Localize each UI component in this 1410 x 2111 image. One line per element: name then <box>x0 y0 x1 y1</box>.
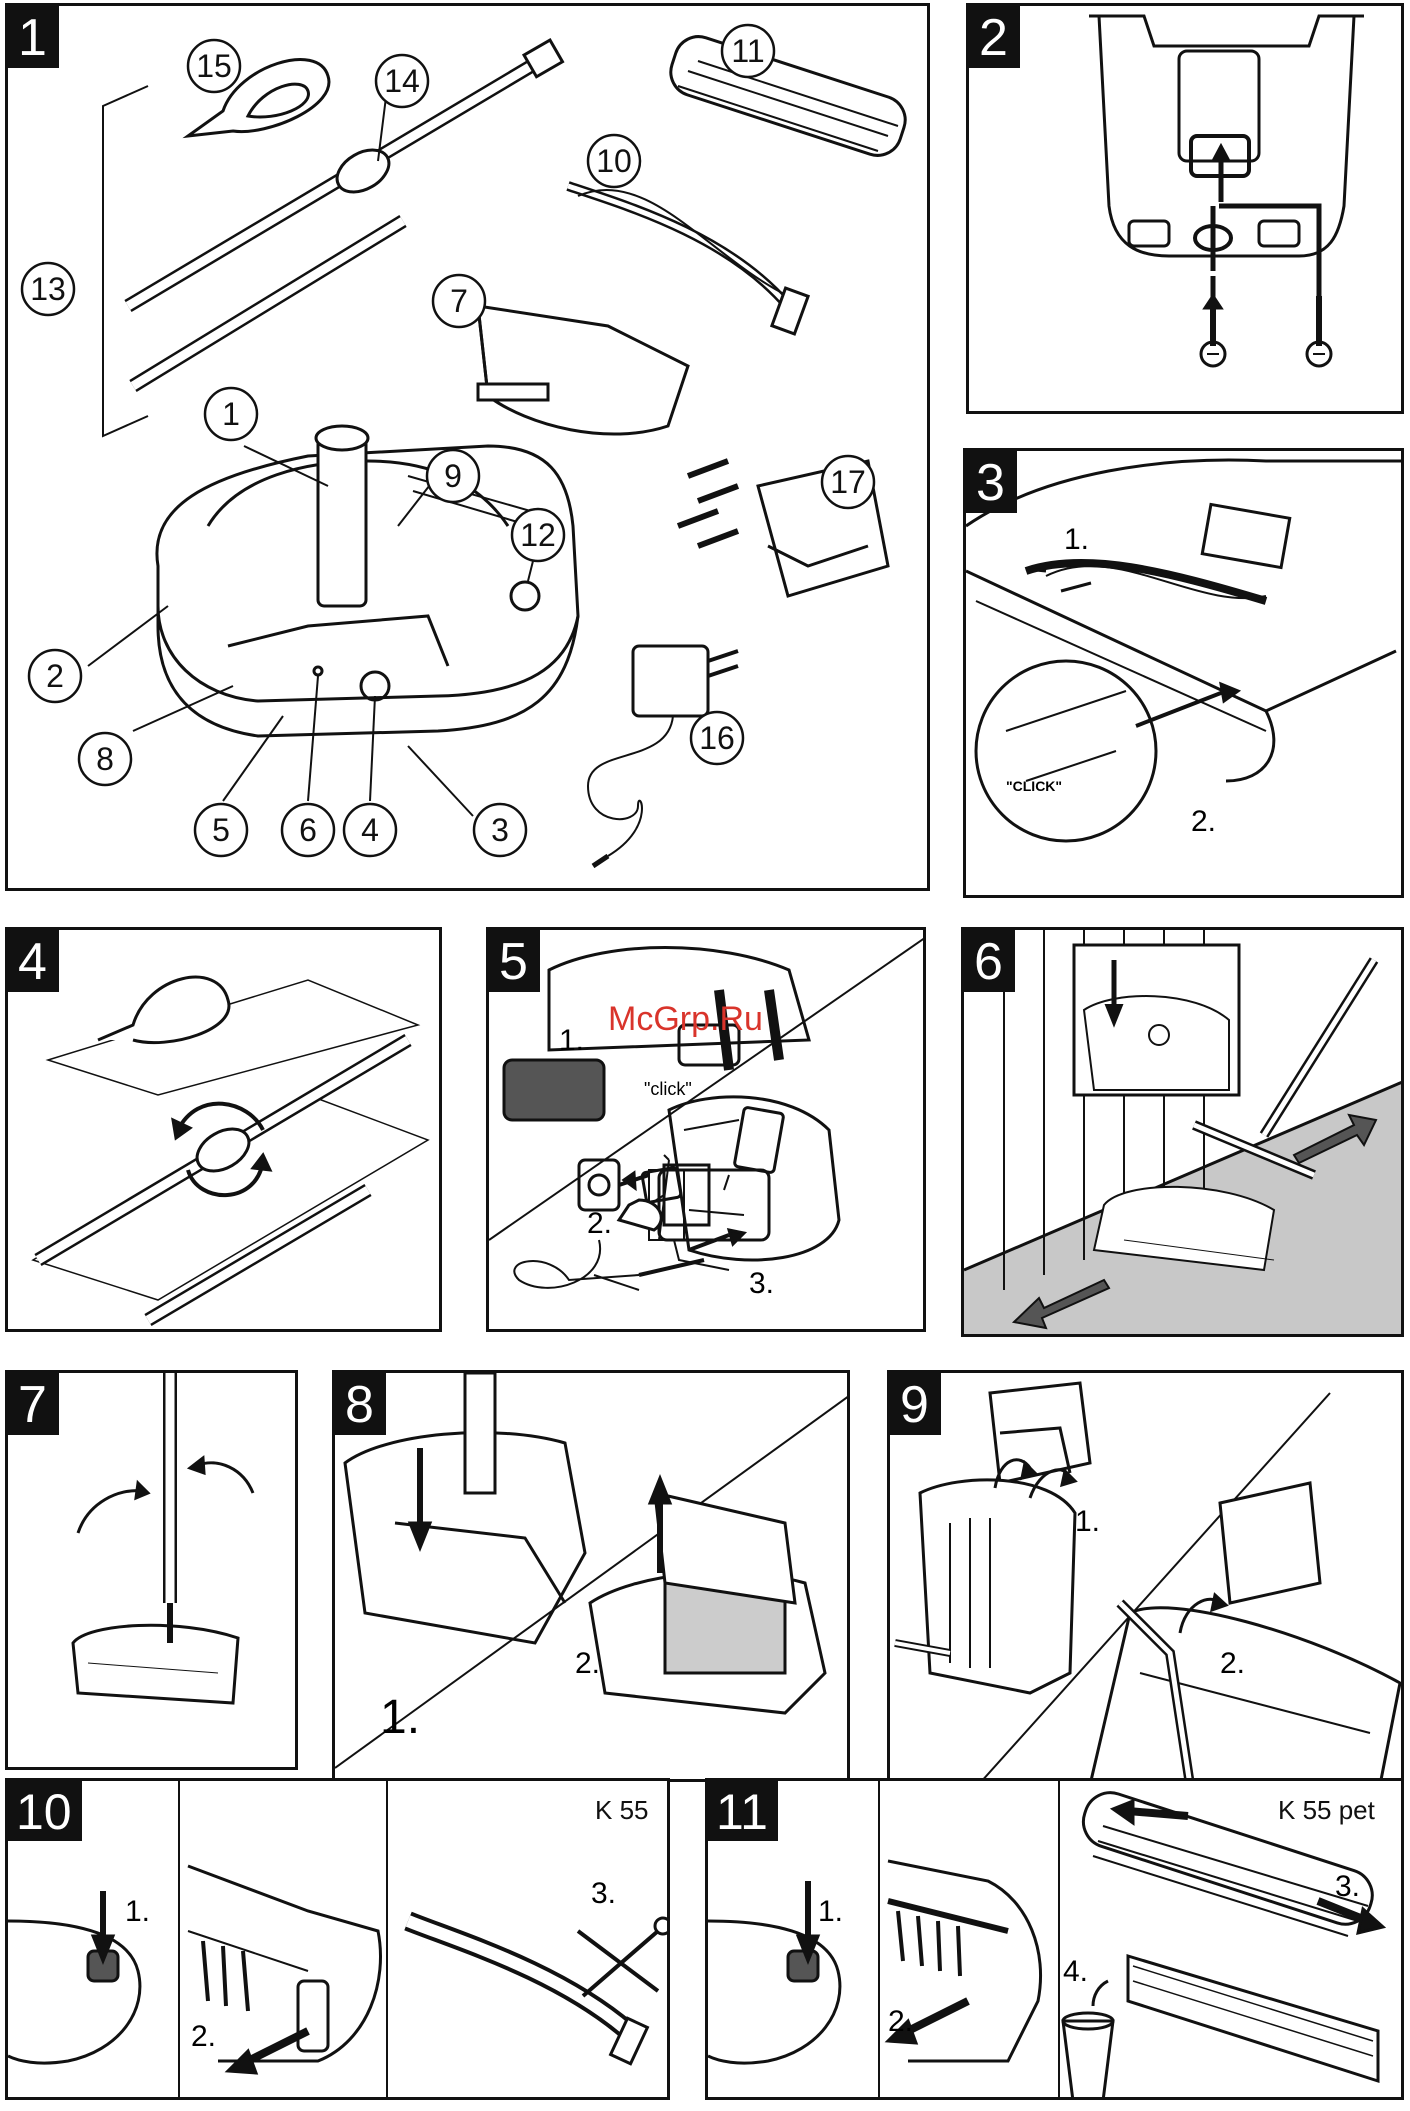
dust-tray-illustration: 1. 2. <box>335 1373 850 1782</box>
step-1-label: 1. <box>380 1691 420 1744</box>
step-1-label: 1. <box>818 1895 843 1928</box>
handle-assembly-illustration <box>8 930 442 1332</box>
callout-17: 17 <box>830 464 866 500</box>
step-3-label: 3. <box>749 1267 774 1300</box>
callout-9: 9 <box>444 458 462 494</box>
panel-6-sweeping: 6 <box>961 927 1404 1337</box>
wall-hang-illustration: 1. 2. <box>890 1373 1404 1782</box>
callout-7: 7 <box>450 283 468 319</box>
panel-number: 5 <box>489 930 540 992</box>
step-1-label: 1. <box>559 1024 584 1057</box>
panel-number: 9 <box>890 1373 941 1435</box>
callout-16: 16 <box>699 720 735 756</box>
click-label: "click" <box>644 1079 692 1099</box>
charging-illustration: 1. 2. 3. "click" <box>489 930 926 1332</box>
step-4-label: 4. <box>1063 1955 1088 1988</box>
step-1-label: 1. <box>125 1895 150 1928</box>
panel-number: 1 <box>8 6 59 68</box>
step-2-label: 2. <box>1191 805 1216 838</box>
sweeping-illustration <box>964 930 1404 1337</box>
callout-1: 1 <box>222 396 240 432</box>
panel-9-wall-hang: 9 1. 2. <box>887 1370 1404 1782</box>
panel-number: 10 <box>8 1781 82 1841</box>
brush-insertion-illustration: 1. 2. "CLICK" <box>966 451 1404 898</box>
callout-6: 6 <box>299 812 317 848</box>
panel-1-callouts: 15 14 11 13 10 7 1 9 12 17 2 8 5 6 4 3 1… <box>8 6 930 891</box>
callout-15: 15 <box>196 48 232 84</box>
panel-number: 6 <box>964 930 1015 992</box>
panel-number: 8 <box>335 1373 386 1435</box>
panel-number: 7 <box>8 1373 59 1435</box>
step-3-label: 3. <box>1335 1870 1360 1903</box>
panel-2-wall-mounting: 2 <box>966 3 1404 414</box>
panel-number: 11 <box>708 1781 778 1841</box>
wall-bracket-illustration <box>969 6 1404 414</box>
callout-13: 13 <box>30 271 66 307</box>
step-3-label: 3. <box>591 1877 616 1910</box>
click-label: "CLICK" <box>1006 778 1062 794</box>
panel-number: 4 <box>8 930 59 992</box>
step-1-label: 1. <box>1064 523 1089 556</box>
callout-10: 10 <box>596 143 632 179</box>
brush-removal-pet-illustration: 1. 2. 3. 4. <box>708 1781 1404 2100</box>
callout-8: 8 <box>96 741 114 777</box>
panel-5-battery-charging: 5 <box>486 927 926 1332</box>
brush-removal-illustration: 1. 2. 3. <box>8 1781 670 2100</box>
watermark: McGrp.Ru <box>608 1000 763 1039</box>
callout-5: 5 <box>212 812 230 848</box>
step-2-label: 2. <box>575 1647 600 1680</box>
panel-10-brush-removal-k55: 10 K 55 1. 2. 3. <box>5 1778 670 2100</box>
panel-8-empty-dust-tray: 8 1. 2. <box>332 1370 850 1782</box>
callout-4: 4 <box>361 812 379 848</box>
step-2-label: 2. <box>191 2020 216 2053</box>
panel-7-parking: 7 <box>5 1370 298 1770</box>
panel-number: 3 <box>966 451 1017 513</box>
callout-11: 11 <box>731 33 764 69</box>
panel-number: 2 <box>969 6 1020 68</box>
callout-14: 14 <box>384 63 420 99</box>
step-2-label: 2. <box>587 1207 612 1240</box>
step-2-label: 2. <box>888 2005 913 2038</box>
panel-1-parts-overview: 1 <box>5 3 930 891</box>
step-2-label: 2. <box>1220 1647 1245 1680</box>
callout-2: 2 <box>46 658 64 694</box>
panel-11-brush-removal-k55pet: 11 K 55 pet 1. 2. 3. 4. <box>705 1778 1404 2100</box>
panel-3-brush-insertion: 3 1. 2. "CLICK" <box>963 448 1404 898</box>
callout-3: 3 <box>491 812 509 848</box>
step-1-label: 1. <box>1075 1505 1100 1538</box>
callout-12: 12 <box>520 517 556 553</box>
panel-4-handle-assembly: 4 <box>5 927 442 1332</box>
